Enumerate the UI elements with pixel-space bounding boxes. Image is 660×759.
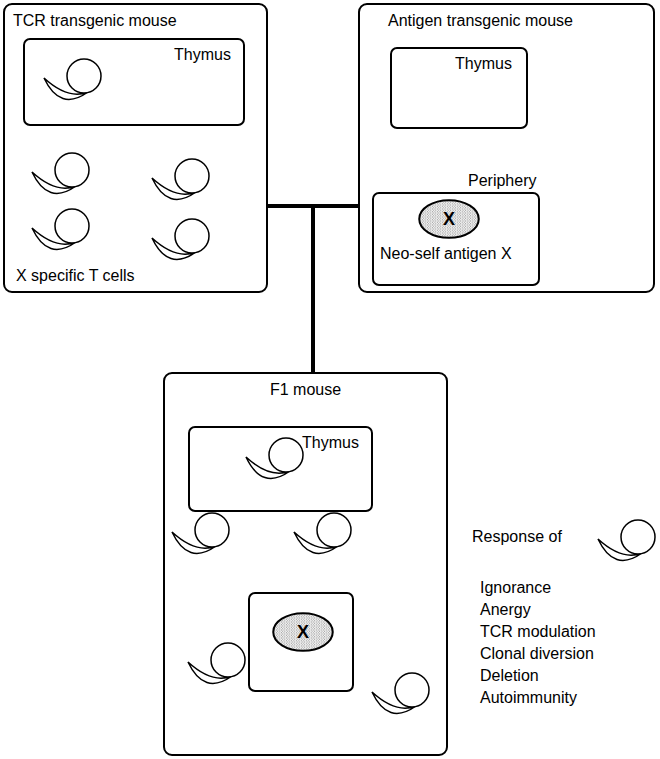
t-cell-icon bbox=[44, 59, 101, 99]
oval-shape bbox=[273, 613, 333, 651]
node-heading: X bbox=[297, 623, 309, 642]
node-text: Neo-self antigen X bbox=[380, 244, 512, 263]
oval-shape bbox=[419, 200, 479, 238]
response-item: Clonal diversion bbox=[480, 644, 594, 663]
node-heading: Thymus bbox=[455, 54, 512, 73]
t-cell-icon bbox=[32, 209, 89, 249]
t-cell-icon bbox=[32, 153, 89, 193]
response-item: Anergy bbox=[480, 600, 531, 619]
antigen-oval: X bbox=[272, 612, 334, 652]
response-item: Autoimmunity bbox=[480, 688, 577, 707]
thymus-box: Thymus bbox=[188, 426, 373, 512]
t-cell-icon bbox=[246, 438, 303, 478]
response-item: Deletion bbox=[480, 666, 539, 685]
t-cell-icon bbox=[172, 513, 229, 553]
node-heading: Thymus bbox=[174, 45, 231, 64]
mouse-box: TCR transgenic mouseThymus bbox=[3, 3, 268, 293]
thymus-box: Thymus bbox=[23, 38, 245, 126]
node-heading: Antigen transgenic mouse bbox=[388, 11, 573, 30]
cell-caption: X specific T cells bbox=[16, 266, 135, 285]
node-heading: TCR transgenic mouse bbox=[13, 11, 177, 30]
t-cell-icon bbox=[152, 159, 209, 199]
list-heading: Response of bbox=[472, 527, 562, 546]
tissue-box: X bbox=[248, 592, 354, 692]
cross-connector bbox=[268, 206, 313, 372]
cross-connector bbox=[313, 206, 358, 372]
t-cell-icon bbox=[294, 513, 351, 553]
node-heading: Periphery bbox=[468, 171, 536, 190]
t-cell-icon bbox=[188, 643, 245, 683]
response-item: TCR modulation bbox=[480, 622, 596, 641]
periphery-box: PeripheryNeo-self antigen XX bbox=[372, 192, 540, 286]
t-cell-icon bbox=[152, 219, 209, 259]
mouse-box: Antigen transgenic mouseThymusPeripheryN… bbox=[358, 3, 655, 293]
node-heading: X bbox=[443, 210, 455, 229]
node-heading: Thymus bbox=[302, 433, 359, 452]
thymus-box: Thymus bbox=[390, 47, 528, 129]
t-cell-icon bbox=[372, 673, 429, 713]
node-heading: F1 mouse bbox=[270, 380, 341, 399]
response-item: Ignorance bbox=[480, 578, 551, 597]
mouse-box: F1 mouseThymusX bbox=[163, 372, 448, 756]
antigen-oval: X bbox=[418, 199, 480, 239]
t-cell-icon bbox=[598, 520, 655, 560]
